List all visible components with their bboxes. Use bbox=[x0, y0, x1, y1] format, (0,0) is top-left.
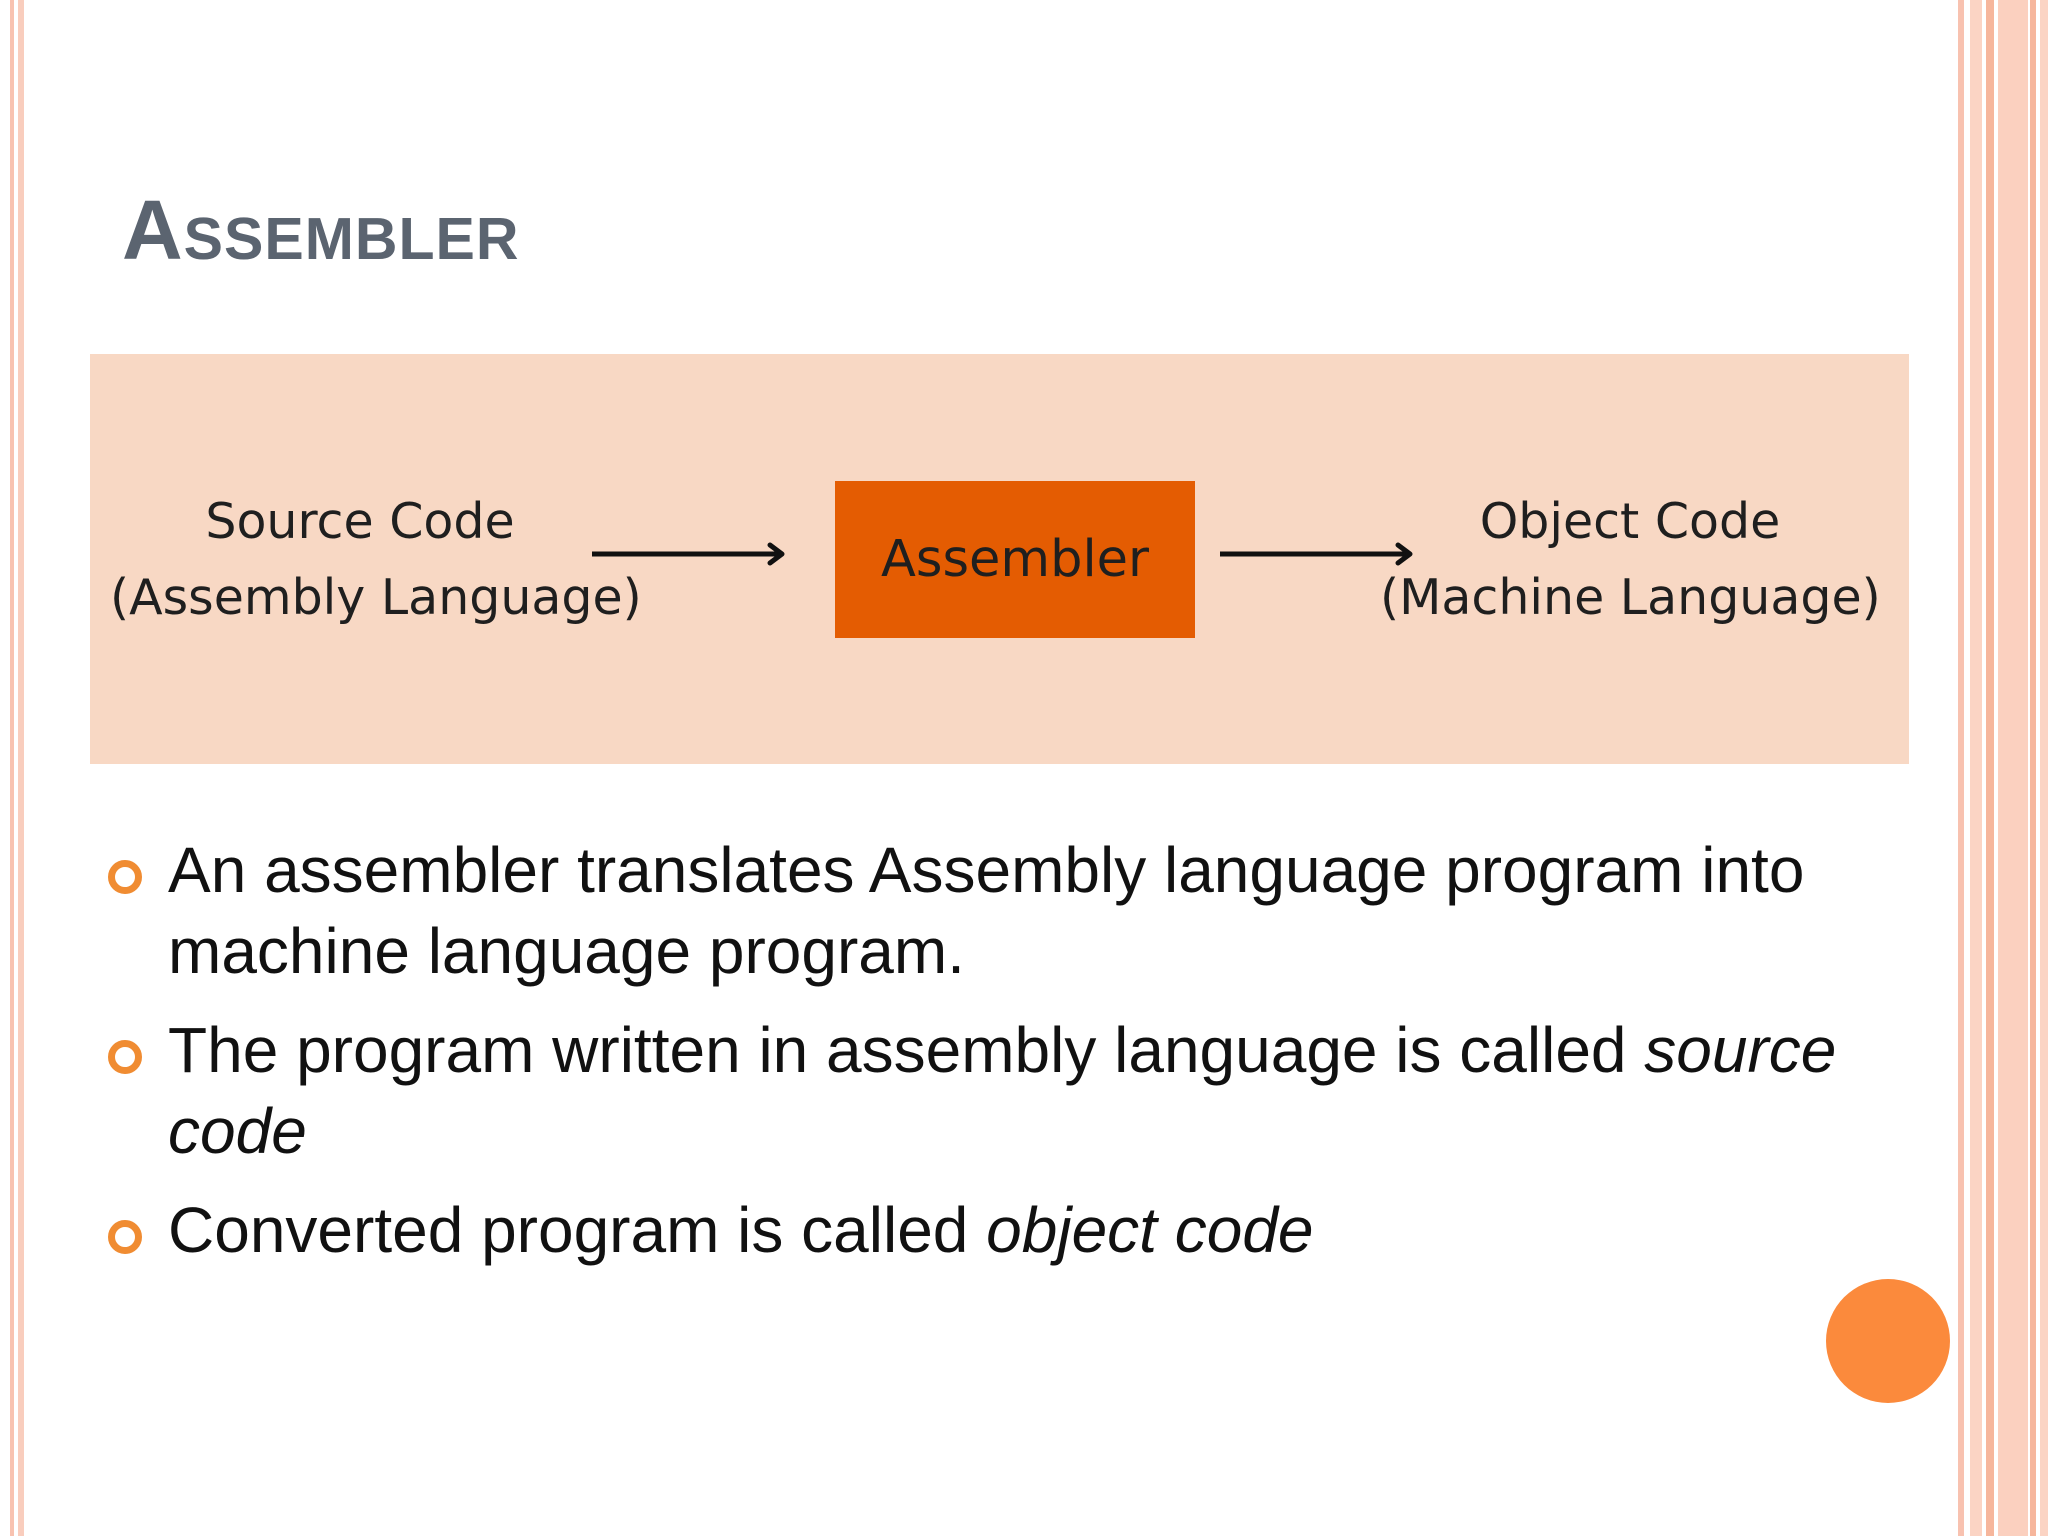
slide-title: Assembler bbox=[122, 183, 520, 277]
object-code-node: Object Code (Machine Language) bbox=[1380, 484, 1881, 636]
left-border-stripe bbox=[10, 0, 14, 1536]
right-border-stripe bbox=[1998, 0, 2028, 1536]
right-border-stripe bbox=[1958, 0, 1964, 1536]
bullet-text: Converted program is called bbox=[168, 1194, 987, 1266]
arrow-right-icon bbox=[1220, 542, 1413, 566]
decorative-circle bbox=[1826, 1279, 1950, 1403]
bullet-item: Converted program is called object code bbox=[104, 1190, 1904, 1271]
assembler-process-box: Assembler bbox=[835, 481, 1195, 638]
bullet-item: An assembler translates Assembly languag… bbox=[104, 830, 1904, 992]
bullet-text: The program written in assembly language… bbox=[168, 1014, 1645, 1086]
object-code-sublabel: (Machine Language) bbox=[1380, 569, 1881, 626]
arrow-right-icon bbox=[592, 542, 785, 566]
ring-bullet-icon bbox=[108, 1040, 142, 1074]
assembler-diagram: Source Code (Assembly Language) Assemble… bbox=[90, 354, 1909, 764]
right-border-stripe bbox=[2030, 0, 2036, 1536]
right-border-stripe bbox=[1986, 0, 1994, 1536]
right-border-stripe bbox=[1970, 0, 1982, 1536]
left-border-stripe bbox=[18, 0, 24, 1536]
right-border-stripe bbox=[2040, 0, 2048, 1536]
source-code-label: Source Code bbox=[205, 493, 515, 550]
object-code-label: Object Code bbox=[1479, 493, 1781, 550]
bullet-emphasis: object code bbox=[986, 1194, 1314, 1266]
bullet-emphasis: source code bbox=[168, 1014, 1837, 1167]
bullet-text: An assembler translates Assembly languag… bbox=[168, 834, 1805, 987]
bullet-list: An assembler translates Assembly languag… bbox=[104, 830, 1904, 1289]
bullet-item: The program written in assembly language… bbox=[104, 1010, 1904, 1172]
ring-bullet-icon bbox=[108, 1220, 142, 1254]
source-code-sublabel: (Assembly Language) bbox=[110, 569, 642, 626]
assembler-process-label: Assembler bbox=[881, 530, 1149, 589]
ring-bullet-icon bbox=[108, 860, 142, 894]
source-code-node: Source Code (Assembly Language) bbox=[110, 484, 642, 636]
